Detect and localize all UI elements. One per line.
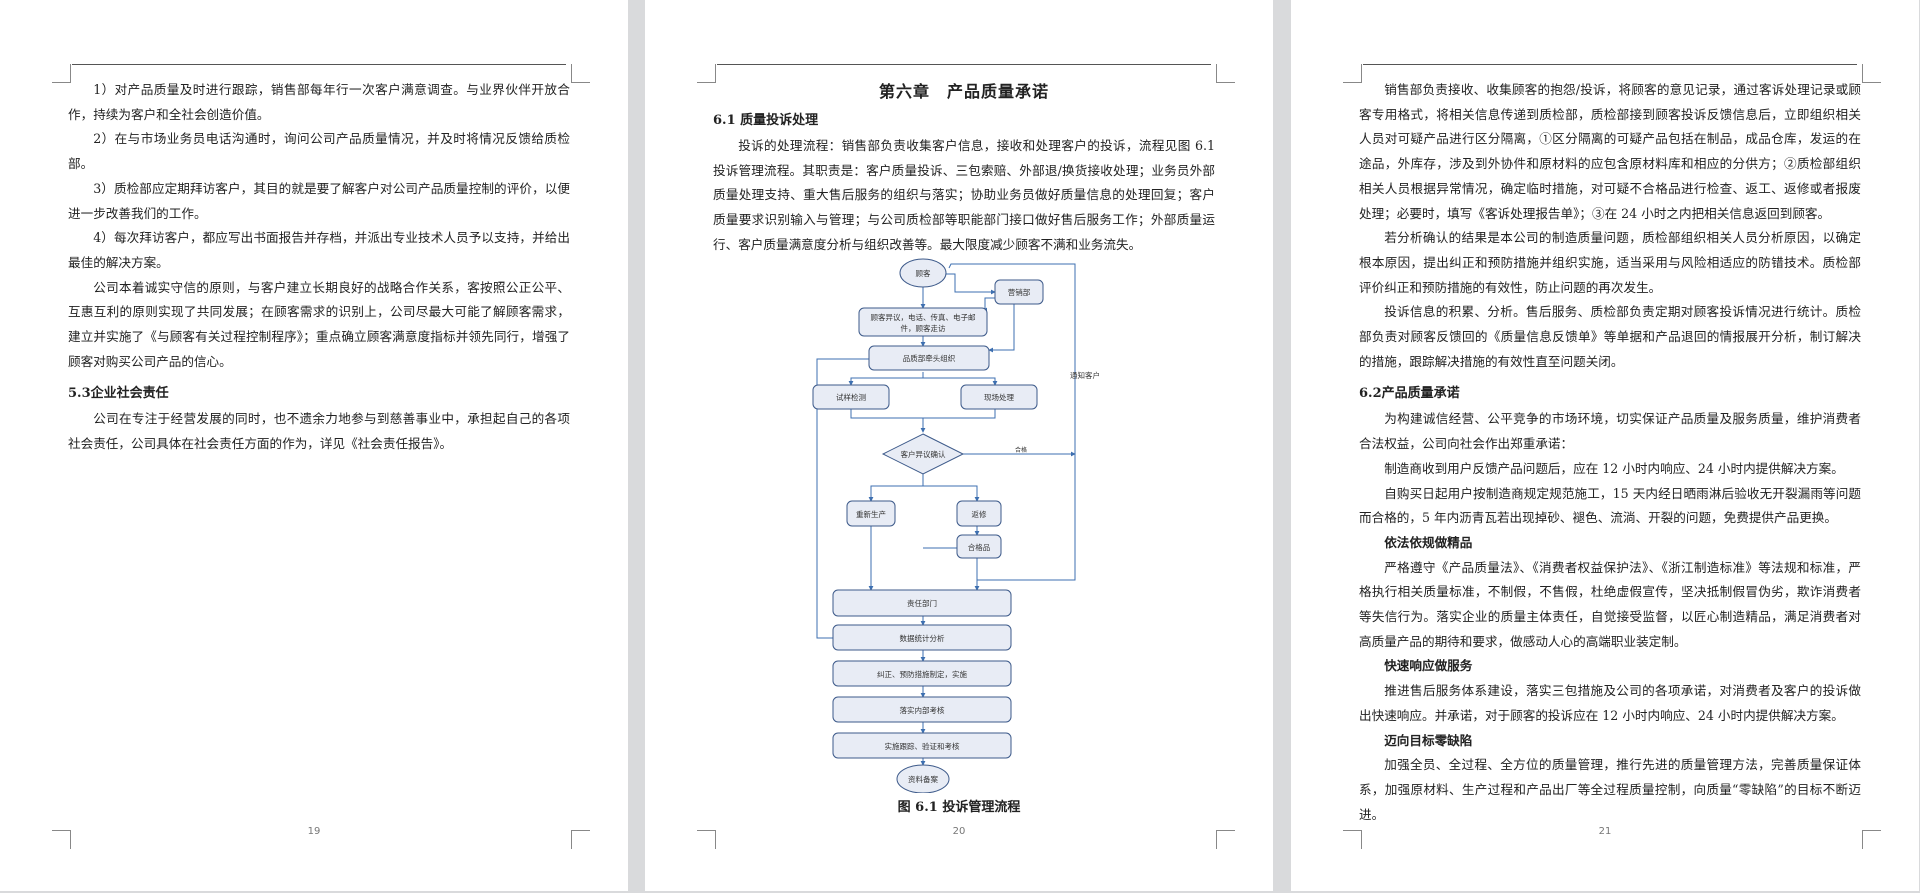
node-label: 客户异议确认 (901, 449, 946, 459)
node-confirm (881, 433, 965, 475)
crop-mark (571, 830, 590, 849)
flow-connectors (816, 263, 1076, 766)
crop-mark (571, 64, 590, 83)
node-label: 顾客异议，电话、传真、电子邮 (871, 312, 976, 322)
sub-heading: 快速响应做服务 (1384, 658, 1473, 674)
node-label: 实施跟踪、验证和考核 (885, 741, 960, 751)
node-label: 数据统计分析 (900, 633, 945, 643)
paragraph: 3）质检部应定期拜访客户，其目的就是要了解客户对公司产品质量控制的评价，以便进一… (68, 180, 570, 221)
page-number: 19 (307, 826, 321, 837)
crop-mark (52, 64, 71, 83)
paragraph: 1）对产品质量及时进行跟踪，销售部每年行一次客户满意调查。与业界伙伴开放合作，持… (68, 82, 570, 122)
page-body: 第六章 产品质量承诺 6.1 质量投诉处理 投诉的处理流程：销售部负责收集客户信… (713, 78, 1215, 258)
node-label: 营销部 (1008, 287, 1031, 297)
node-label: 纠正、预防措施制定，实施 (877, 669, 967, 679)
node-label: 资料备案 (908, 774, 938, 784)
crop-mark (1216, 64, 1235, 83)
node-label: 重新生产 (856, 509, 886, 519)
paragraph: 加强全员、全过程、全方位的质量管理，推行先进的质量管理方法，完善质量保证体系，加… (1359, 757, 1861, 822)
node-label: 件，顾客走访 (901, 323, 946, 333)
section-heading: 5.3企业社会责任 (68, 386, 169, 402)
node-test (812, 384, 890, 410)
page-number: 21 (1598, 826, 1612, 837)
paragraph: 4）每次拜访客户，都应写出书面报告并存档，并派出专业技术人员予以支持，并给出最佳… (68, 230, 570, 270)
crop-mark (697, 830, 716, 849)
node-internal (832, 696, 1012, 723)
complaint-flowchart: 顾客 营销部 顾客异议，电话、传真、电子邮 件，顾客走访 品质部牵头组织 试样检… (812, 258, 1100, 793)
node-label: 返修 (972, 509, 987, 519)
paragraph: 严格遵守《产品质量法》、《消费者权益保护法》、《浙江制造标准》等法规和标准，严格… (1359, 559, 1861, 649)
node-archive (896, 764, 950, 793)
paragraph: 投诉的处理流程：销售部负责收集客户信息，接收和处理客户的投诉，流程见图 6.1 … (713, 138, 1215, 252)
node-label: 落实内部考核 (900, 705, 945, 715)
node-customer (899, 258, 947, 288)
node-reproduce (846, 500, 896, 527)
node-label: 现场处理 (984, 392, 1014, 402)
sub-heading: 依法依规做精品 (1384, 534, 1473, 550)
crop-mark (1343, 64, 1362, 83)
paragraph: 为构建诚信经营、公平竞争的市场环境，切实保证产品质量及服务质量，维护消费者合法权… (1359, 411, 1861, 452)
paragraph: 推进售后服务体系建设，落实三包措施及公司的各项承诺，对消费者及客户的投诉做出快速… (1359, 683, 1861, 723)
node-qualified (956, 534, 1002, 559)
page-body: 销售部负责接收、收集顾客的抱怨/投诉，将顾客的意见记录，通过客诉处理记录或顾客专… (1359, 78, 1861, 827)
paragraph: 2）在与市场业务员电话沟通时，询问公司产品质量情况，并及时将情况反馈给质检部。 (68, 131, 570, 172)
document-page-19: 1）对产品质量及时进行跟踪，销售部每年行一次客户满意调查。与业界伙伴开放合作，持… (0, 0, 628, 891)
paragraph: 投诉信息的积累、分析。售后服务、质检部负责定期对顾客投诉情况进行统计。质检部负责… (1359, 304, 1861, 369)
page-body: 1）对产品质量及时进行跟踪，销售部每年行一次客户满意调查。与业界伙伴开放合作，持… (68, 78, 570, 457)
node-repair (956, 500, 1002, 527)
header-rule (1363, 64, 1857, 65)
document-page-21: 销售部负责接收、收集顾客的抱怨/投诉，将顾客的意见记录，通过客诉处理记录或顾客专… (1291, 0, 1919, 891)
header-rule (72, 64, 566, 65)
node-dept (832, 589, 1012, 617)
crop-mark (697, 64, 716, 83)
chapter-title: 第六章 产品质量承诺 (878, 82, 1049, 101)
paragraph: 若分析确认的结果是本公司的制造质量问题，质检部组织相关人员分析原因，以确定根本原… (1359, 230, 1861, 295)
crop-mark (1862, 830, 1881, 849)
node-sales (994, 279, 1044, 305)
node-label: 品质部牵头组织 (903, 353, 956, 363)
node-track (832, 732, 1012, 759)
paragraph: 自购买日起用户按制造商规定规范施工，15 天内经日晒雨淋后验收无开裂漏雨等问题而… (1359, 485, 1861, 526)
paragraph: 公司本着诚实守信的原则，与客户建立长期良好的战略合作关系，客按照公正公平、互惠互… (68, 279, 570, 369)
node-lead (868, 345, 990, 371)
node-stats (832, 624, 1012, 651)
edge-label: 通知客户 (1070, 370, 1100, 380)
node-label: 合格品 (968, 542, 991, 552)
node-measures (832, 660, 1012, 687)
edge-label: 合格 (1015, 446, 1027, 454)
paragraph: 制造商收到用户反馈产品问题后，应在 12 小时内响应、24 小时内提供解决方案。 (1384, 460, 1844, 476)
paragraph: 销售部负责接收、收集顾客的抱怨/投诉，将顾客的意见记录，通过客诉处理记录或顾客专… (1359, 82, 1861, 221)
paragraph: 公司在专注于经营发展的同时，也不遗余力地参与到慈善事业中，承担起自己的各项社会责… (68, 411, 570, 452)
crop-mark (1343, 830, 1362, 849)
section-heading: 6.2产品质量承诺 (1359, 386, 1460, 402)
header-rule (717, 64, 1211, 65)
crop-mark (52, 830, 71, 849)
page-number: 20 (952, 826, 966, 837)
node-input (858, 307, 988, 337)
section-heading: 6.1 质量投诉处理 (713, 113, 819, 128)
crop-mark (1862, 64, 1881, 83)
crop-mark (1216, 830, 1235, 849)
node-label: 责任部门 (907, 598, 937, 608)
sub-heading: 迈向目标零缺陷 (1384, 732, 1473, 748)
document-page-20: 第六章 产品质量承诺 6.1 质量投诉处理 投诉的处理流程：销售部负责收集客户信… (645, 0, 1273, 891)
figure-caption: 图 6.1 投诉管理流程 (897, 800, 1021, 815)
node-onsite (960, 384, 1038, 410)
node-label: 顾客 (916, 268, 931, 278)
node-label: 试样检测 (836, 392, 866, 402)
